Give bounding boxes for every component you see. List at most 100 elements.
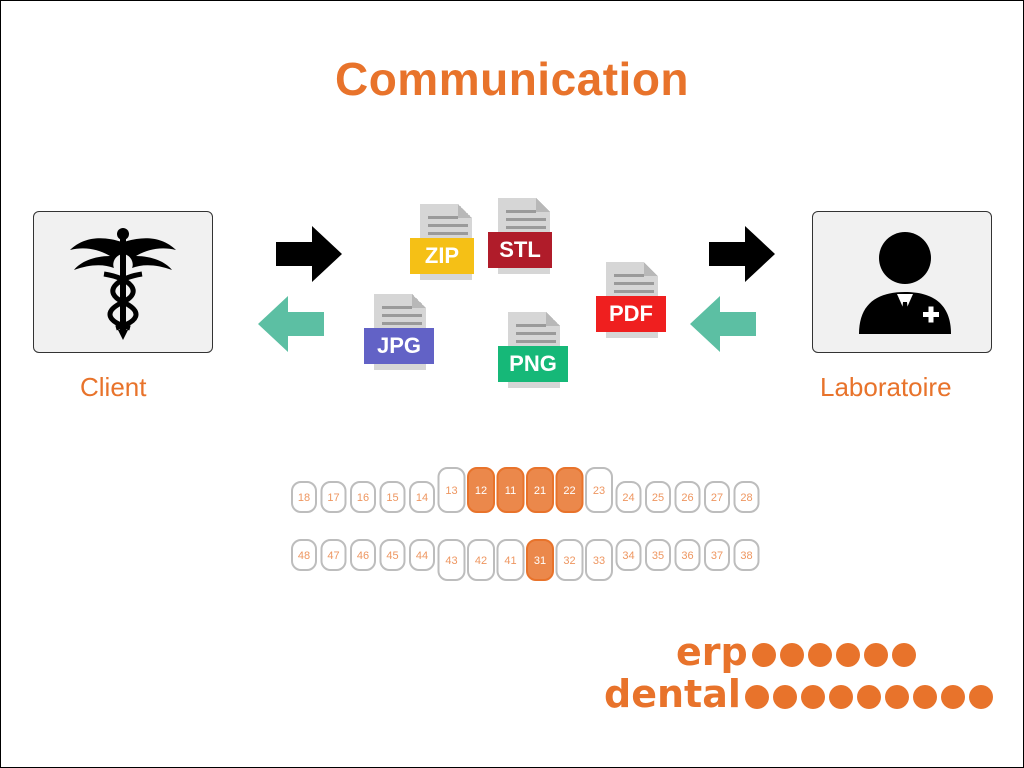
- arrow-left-icon: [690, 296, 756, 352]
- logo-dental: dental: [604, 672, 993, 716]
- tooth-number: 36: [681, 550, 693, 562]
- tooth-23: 23: [585, 467, 613, 513]
- tooth-number: 22: [563, 485, 575, 497]
- logo-text-dental: dental: [604, 672, 741, 716]
- tooth-17: 17: [320, 481, 347, 513]
- tooth-48: 48: [291, 539, 317, 571]
- tooth-41: 41: [496, 539, 525, 581]
- tooth-number: 48: [298, 550, 310, 562]
- laboratoire-box: [812, 211, 992, 353]
- tooth-21: 21: [526, 467, 554, 513]
- tooth-32: 32: [555, 539, 584, 581]
- logo-dot: [828, 685, 853, 709]
- tooth-15: 15: [379, 481, 406, 513]
- client-label: Client: [80, 372, 147, 402]
- jpg-file-icon: JPG: [364, 294, 444, 384]
- tooth-34: 34: [615, 539, 642, 571]
- tooth-number: 35: [652, 550, 664, 562]
- client-box: [33, 211, 213, 353]
- tooth-number: 46: [357, 550, 369, 562]
- logo-dot: [863, 643, 888, 667]
- tooth-46: 46: [350, 539, 376, 571]
- logo-dots: [741, 672, 993, 716]
- png-file-icon: PNG: [498, 312, 578, 402]
- logo-dot: [884, 685, 909, 709]
- logo-dot: [968, 685, 993, 709]
- file-type-label: PNG: [498, 346, 568, 382]
- tooth-number: 21: [534, 485, 546, 497]
- tooth-number: 26: [681, 492, 693, 504]
- tooth-43: 43: [437, 539, 466, 581]
- tooth-number: 18: [298, 492, 310, 504]
- tooth-number: 25: [652, 492, 664, 504]
- tooth-number: 15: [386, 492, 398, 504]
- tooth-24: 24: [615, 481, 642, 513]
- tooth-number: 11: [505, 485, 516, 497]
- logo-dot: [751, 643, 776, 667]
- logo-dot: [912, 685, 937, 709]
- file-type-label: JPG: [364, 328, 434, 364]
- tooth-47: 47: [320, 539, 347, 571]
- laboratoire-label: Laboratoire: [820, 372, 952, 402]
- logo-dot: [800, 685, 825, 709]
- pdf-file-icon: PDF: [596, 262, 676, 352]
- tooth-33: 33: [585, 539, 613, 581]
- logo-dot: [779, 643, 804, 667]
- tooth-number: 43: [445, 555, 457, 567]
- logo-dot: [807, 643, 832, 667]
- tooth-35: 35: [645, 539, 671, 571]
- doctor-icon: [859, 232, 951, 334]
- logo-text-erp: erp: [676, 630, 748, 674]
- tooth-number: 37: [711, 550, 723, 562]
- tooth-37: 37: [704, 539, 730, 571]
- tooth-42: 42: [467, 539, 495, 581]
- tooth-13: 13: [437, 467, 466, 513]
- tooth-number: 28: [740, 492, 752, 504]
- logo-dot: [835, 643, 860, 667]
- tooth-25: 25: [645, 481, 671, 513]
- logo-erp: erp: [676, 630, 916, 674]
- tooth-number: 27: [711, 492, 723, 504]
- logo-dots: [748, 630, 916, 674]
- tooth-36: 36: [674, 539, 701, 571]
- arrow-right-icon: [709, 226, 775, 282]
- tooth-number: 17: [327, 492, 339, 504]
- file-type-label: PDF: [596, 296, 666, 332]
- stl-file-icon: STL: [488, 198, 568, 288]
- caduceus-icon: [70, 228, 176, 340]
- tooth-18: 18: [291, 481, 317, 513]
- tooth-number: 31: [534, 555, 546, 567]
- tooth-number: 33: [593, 555, 605, 567]
- tooth-number: 42: [475, 555, 487, 567]
- tooth-number: 23: [593, 485, 605, 497]
- tooth-number: 32: [563, 555, 575, 567]
- logo-dot: [772, 685, 797, 709]
- tooth-number: 16: [357, 492, 369, 504]
- tooth-44: 44: [409, 539, 435, 571]
- tooth-number: 12: [475, 485, 487, 497]
- tooth-number: 38: [740, 550, 752, 562]
- logo-dot: [744, 685, 769, 709]
- tooth-28: 28: [733, 481, 760, 513]
- logo-dot: [856, 685, 881, 709]
- tooth-27: 27: [704, 481, 730, 513]
- tooth-22: 22: [555, 467, 584, 513]
- tooth-number: 47: [327, 550, 339, 562]
- zip-file-icon: ZIP: [410, 204, 490, 294]
- tooth-31: 31: [526, 539, 554, 581]
- tooth-number: 13: [445, 485, 457, 497]
- tooth-number: 34: [622, 550, 634, 562]
- tooth-number: 41: [504, 555, 516, 567]
- tooth-12: 12: [467, 467, 495, 513]
- arrow-left-icon: [258, 296, 324, 352]
- tooth-number: 24: [622, 492, 634, 504]
- file-type-label: STL: [488, 232, 552, 268]
- logo-dot: [940, 685, 965, 709]
- tooth-38: 38: [733, 539, 760, 571]
- tooth-11: 11: [496, 467, 525, 513]
- tooth-26: 26: [674, 481, 701, 513]
- file-type-label: ZIP: [410, 238, 474, 274]
- tooth-number: 14: [416, 492, 428, 504]
- tooth-number: 44: [416, 550, 428, 562]
